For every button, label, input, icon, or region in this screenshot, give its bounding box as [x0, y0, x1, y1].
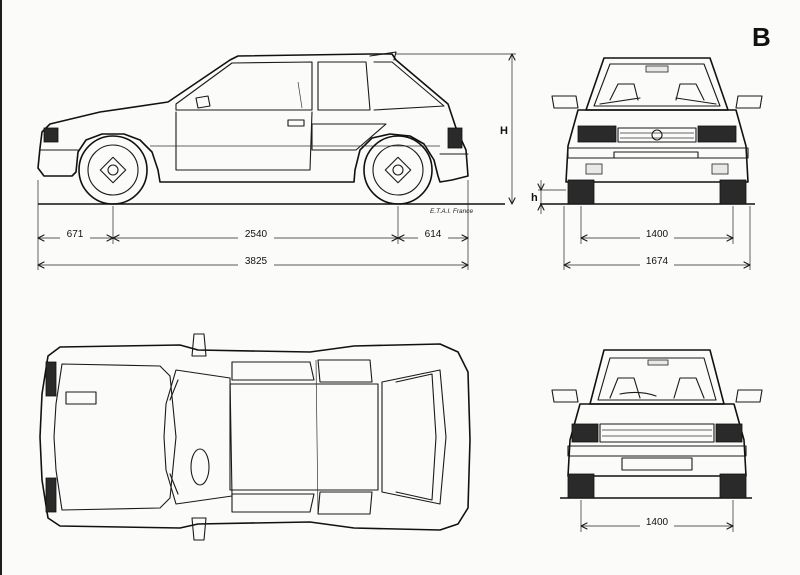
rear-brake-light: [647, 359, 669, 366]
top-rear-scoop-right: [317, 491, 373, 515]
front-headlamp-right: [697, 125, 737, 143]
rear-spoiler: [369, 51, 397, 61]
overall-length-dim: 3825: [245, 256, 268, 267]
top-mirror-left: [191, 333, 207, 357]
rear-bumper: [567, 445, 747, 457]
rear-panel: [599, 423, 715, 443]
top-view: [39, 333, 471, 541]
front-seat-outlines: [609, 83, 705, 101]
plate-letter: B: [752, 22, 771, 52]
front-headlamp-left: [577, 125, 617, 143]
roof-seam: [315, 359, 319, 515]
clearance-label: h: [531, 192, 538, 204]
front-grille: [617, 127, 697, 143]
rear-screen: [597, 357, 717, 401]
rear-lamp-side: [447, 127, 463, 149]
side-window-rear: [317, 61, 371, 111]
door-handle: [287, 119, 305, 127]
top-side-window-left: [231, 361, 315, 381]
top-front-lamp-right: [45, 477, 57, 513]
top-side-window-right: [231, 493, 315, 513]
front-right-mirror: [735, 95, 763, 109]
front-body-outline: [565, 109, 749, 183]
rear-seat-outlines: [609, 377, 705, 399]
top-rear-window: [381, 369, 447, 505]
door-outline: [175, 111, 313, 171]
rear-overhang-dim: 614: [425, 229, 442, 240]
front-bumper: [567, 147, 749, 159]
rear-quarter-line: [373, 61, 445, 111]
top-mirror-right: [191, 517, 207, 541]
side-air-scoop: [311, 123, 387, 151]
wheelbase-dim: 2540: [245, 229, 268, 240]
rear-lamp-left: [571, 423, 599, 443]
front-track-dim: 1400: [646, 229, 669, 240]
front-overhang-dim: 671: [67, 229, 84, 240]
bonnet-vent: [65, 391, 97, 405]
front-left-mirror: [551, 95, 579, 109]
rear-wheel: [363, 135, 433, 205]
rear-track-arrows: [580, 522, 734, 530]
front-tire-right: [719, 179, 747, 205]
rear-lamp-right: [715, 423, 743, 443]
rear-right-mirror: [735, 389, 763, 403]
front-view: h 1400 1674: [531, 57, 763, 270]
top-rear-scoop-left: [317, 359, 373, 383]
rear-tire-left: [567, 473, 595, 499]
rear-left-mirror: [551, 389, 579, 403]
rear-track-dim: 1400: [646, 517, 669, 528]
rear-wiper: [619, 391, 657, 397]
rear-hatch-line: [395, 373, 437, 501]
fog-lamp-left: [585, 163, 603, 175]
steering-wheel-icon: [190, 448, 210, 486]
rear-tire-right: [719, 473, 747, 499]
front-tire-left: [567, 179, 595, 205]
top-body-outline: [39, 343, 471, 531]
top-front-lamp-left: [45, 361, 57, 397]
height-arrows: [508, 53, 516, 205]
fog-lamp-right: [711, 163, 729, 175]
rear-view-mirror: [645, 65, 669, 73]
seat-headrest-line: [297, 81, 303, 109]
roof-panel: [229, 383, 379, 491]
height-label: H: [500, 125, 508, 137]
credit-label: E.T.A.I. France: [430, 208, 473, 215]
scan-edge: [0, 0, 2, 575]
front-lamp-side: [43, 127, 59, 143]
windscreen: [593, 63, 721, 107]
bonnet-outline: [53, 363, 177, 511]
wiper-arms: [599, 97, 717, 105]
front-wheel: [78, 135, 148, 205]
side-mirror: [195, 95, 211, 109]
side-view: E.T.A.I. France H 671 2540 614 3825: [37, 51, 516, 270]
length-arrows: [37, 234, 469, 269]
wipers-top: [169, 379, 179, 495]
side-body-outline: [37, 53, 469, 183]
overall-width-dim: 1674: [646, 256, 669, 267]
badge-icon: [651, 129, 663, 141]
rear-view: 1400: [551, 349, 763, 532]
rear-plate-area: [621, 457, 693, 471]
clearance-arrows: [537, 183, 545, 211]
front-plate-area: [613, 151, 699, 159]
front-dim-arrows: [563, 234, 751, 269]
side-window-front: [175, 61, 313, 111]
